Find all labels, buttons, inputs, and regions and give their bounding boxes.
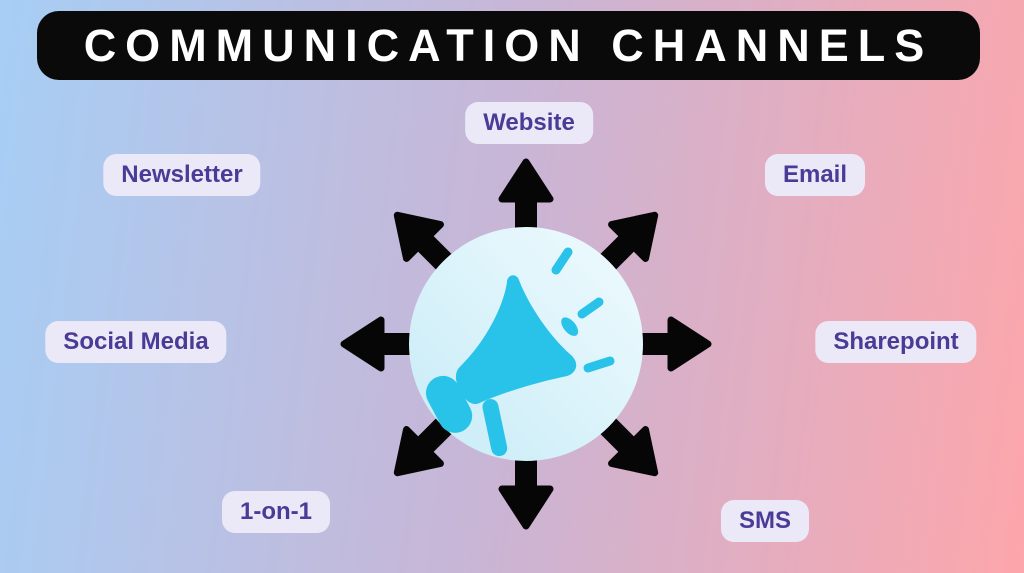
megaphone-icon bbox=[425, 247, 615, 457]
channel-label-1-on-1: 1-on-1 bbox=[222, 491, 330, 533]
title-banner: COMMUNICATION CHANNELS bbox=[37, 11, 980, 80]
channel-label-website: Website bbox=[465, 102, 593, 144]
page-title: COMMUNICATION CHANNELS bbox=[83, 19, 934, 71]
sound-dashes-icon bbox=[551, 247, 615, 373]
channel-label-sms: SMS bbox=[720, 500, 810, 542]
channel-label-email: Email bbox=[764, 154, 866, 196]
channel-label-social-media: Social Media bbox=[45, 321, 227, 363]
hub-diagram bbox=[340, 158, 712, 530]
channel-label-sharepoint: Sharepoint bbox=[815, 321, 977, 363]
channel-label-newsletter: Newsletter bbox=[103, 154, 261, 196]
